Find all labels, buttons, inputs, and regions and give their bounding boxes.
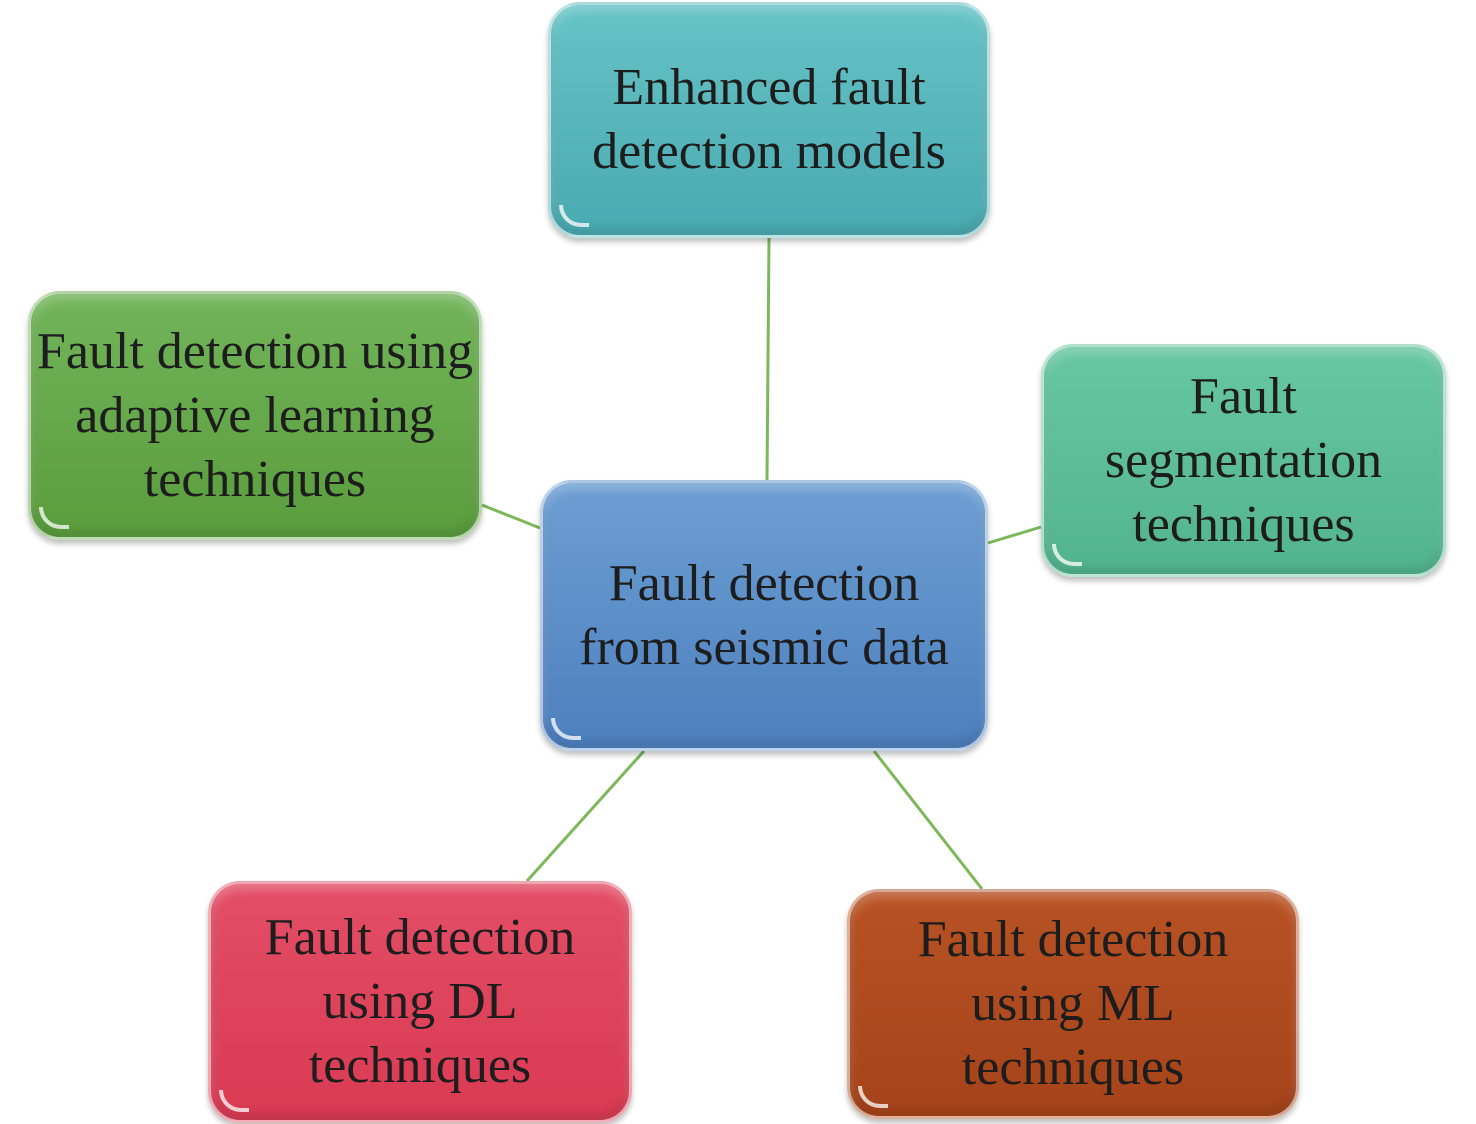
- node-label: Enhanced fault detection models: [592, 59, 946, 180]
- node-adaptive-learning: Fault detection using adaptive learning …: [28, 291, 482, 540]
- node-center-seismic: Fault detection from seismic data: [540, 480, 988, 751]
- node-label: Fault detection from seismic data: [579, 554, 949, 676]
- node-ml-techniques: Fault detection using ML techniques: [847, 889, 1299, 1119]
- connector-bottom-left: [525, 749, 646, 883]
- connector-bottom-right: [872, 750, 984, 890]
- node-dl-techniques: Fault detection using DL techniques: [208, 881, 632, 1123]
- node-segmentation: Fault segmentation techniques: [1041, 344, 1446, 577]
- node-label: Fault segmentation techniques: [1104, 367, 1383, 553]
- node-label: Fault detection using ML techniques: [917, 911, 1229, 1096]
- node-enhanced-models: Enhanced fault detection models: [548, 2, 990, 238]
- connector-left: [481, 503, 541, 530]
- connector-right: [987, 525, 1042, 545]
- connector-top: [765, 237, 771, 481]
- node-label: Fault detection using adaptive learning …: [36, 322, 474, 508]
- node-label: Fault detection using DL techniques: [264, 909, 576, 1094]
